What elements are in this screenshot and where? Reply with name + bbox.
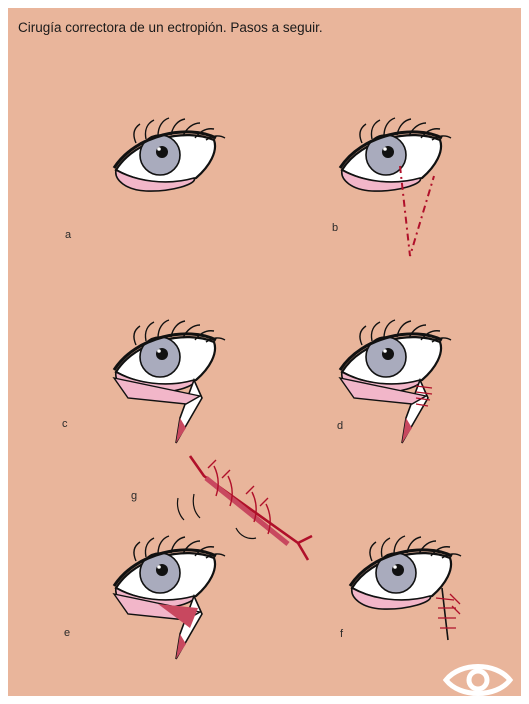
- eye-diagram-b: [340, 118, 451, 191]
- panel-label-c: c: [62, 418, 68, 430]
- illustration: [8, 8, 521, 696]
- suture-line-f: [442, 588, 448, 640]
- figure-frame: Cirugía correctora de un ectropión. Paso…: [8, 8, 521, 696]
- panel-label-g: g: [131, 490, 137, 502]
- eye-diagram-d: [340, 320, 451, 443]
- eye-diagram-e: [114, 536, 225, 659]
- panel-label-f: f: [340, 628, 343, 640]
- eye-diagram-f: [350, 536, 461, 609]
- panel-label-d: d: [337, 420, 343, 432]
- panel-label-e: e: [64, 627, 70, 639]
- surgical-detail-g: [177, 456, 312, 560]
- eye-diagram-a: [114, 118, 225, 191]
- page-title: Cirugía correctora de un ectropión. Paso…: [18, 20, 323, 35]
- panel-label-a: a: [65, 229, 71, 241]
- panel-label-b: b: [332, 222, 338, 234]
- suture-marks-f: [436, 594, 460, 628]
- eye-logo-icon: [446, 667, 510, 694]
- eye-diagram-c: [114, 320, 225, 443]
